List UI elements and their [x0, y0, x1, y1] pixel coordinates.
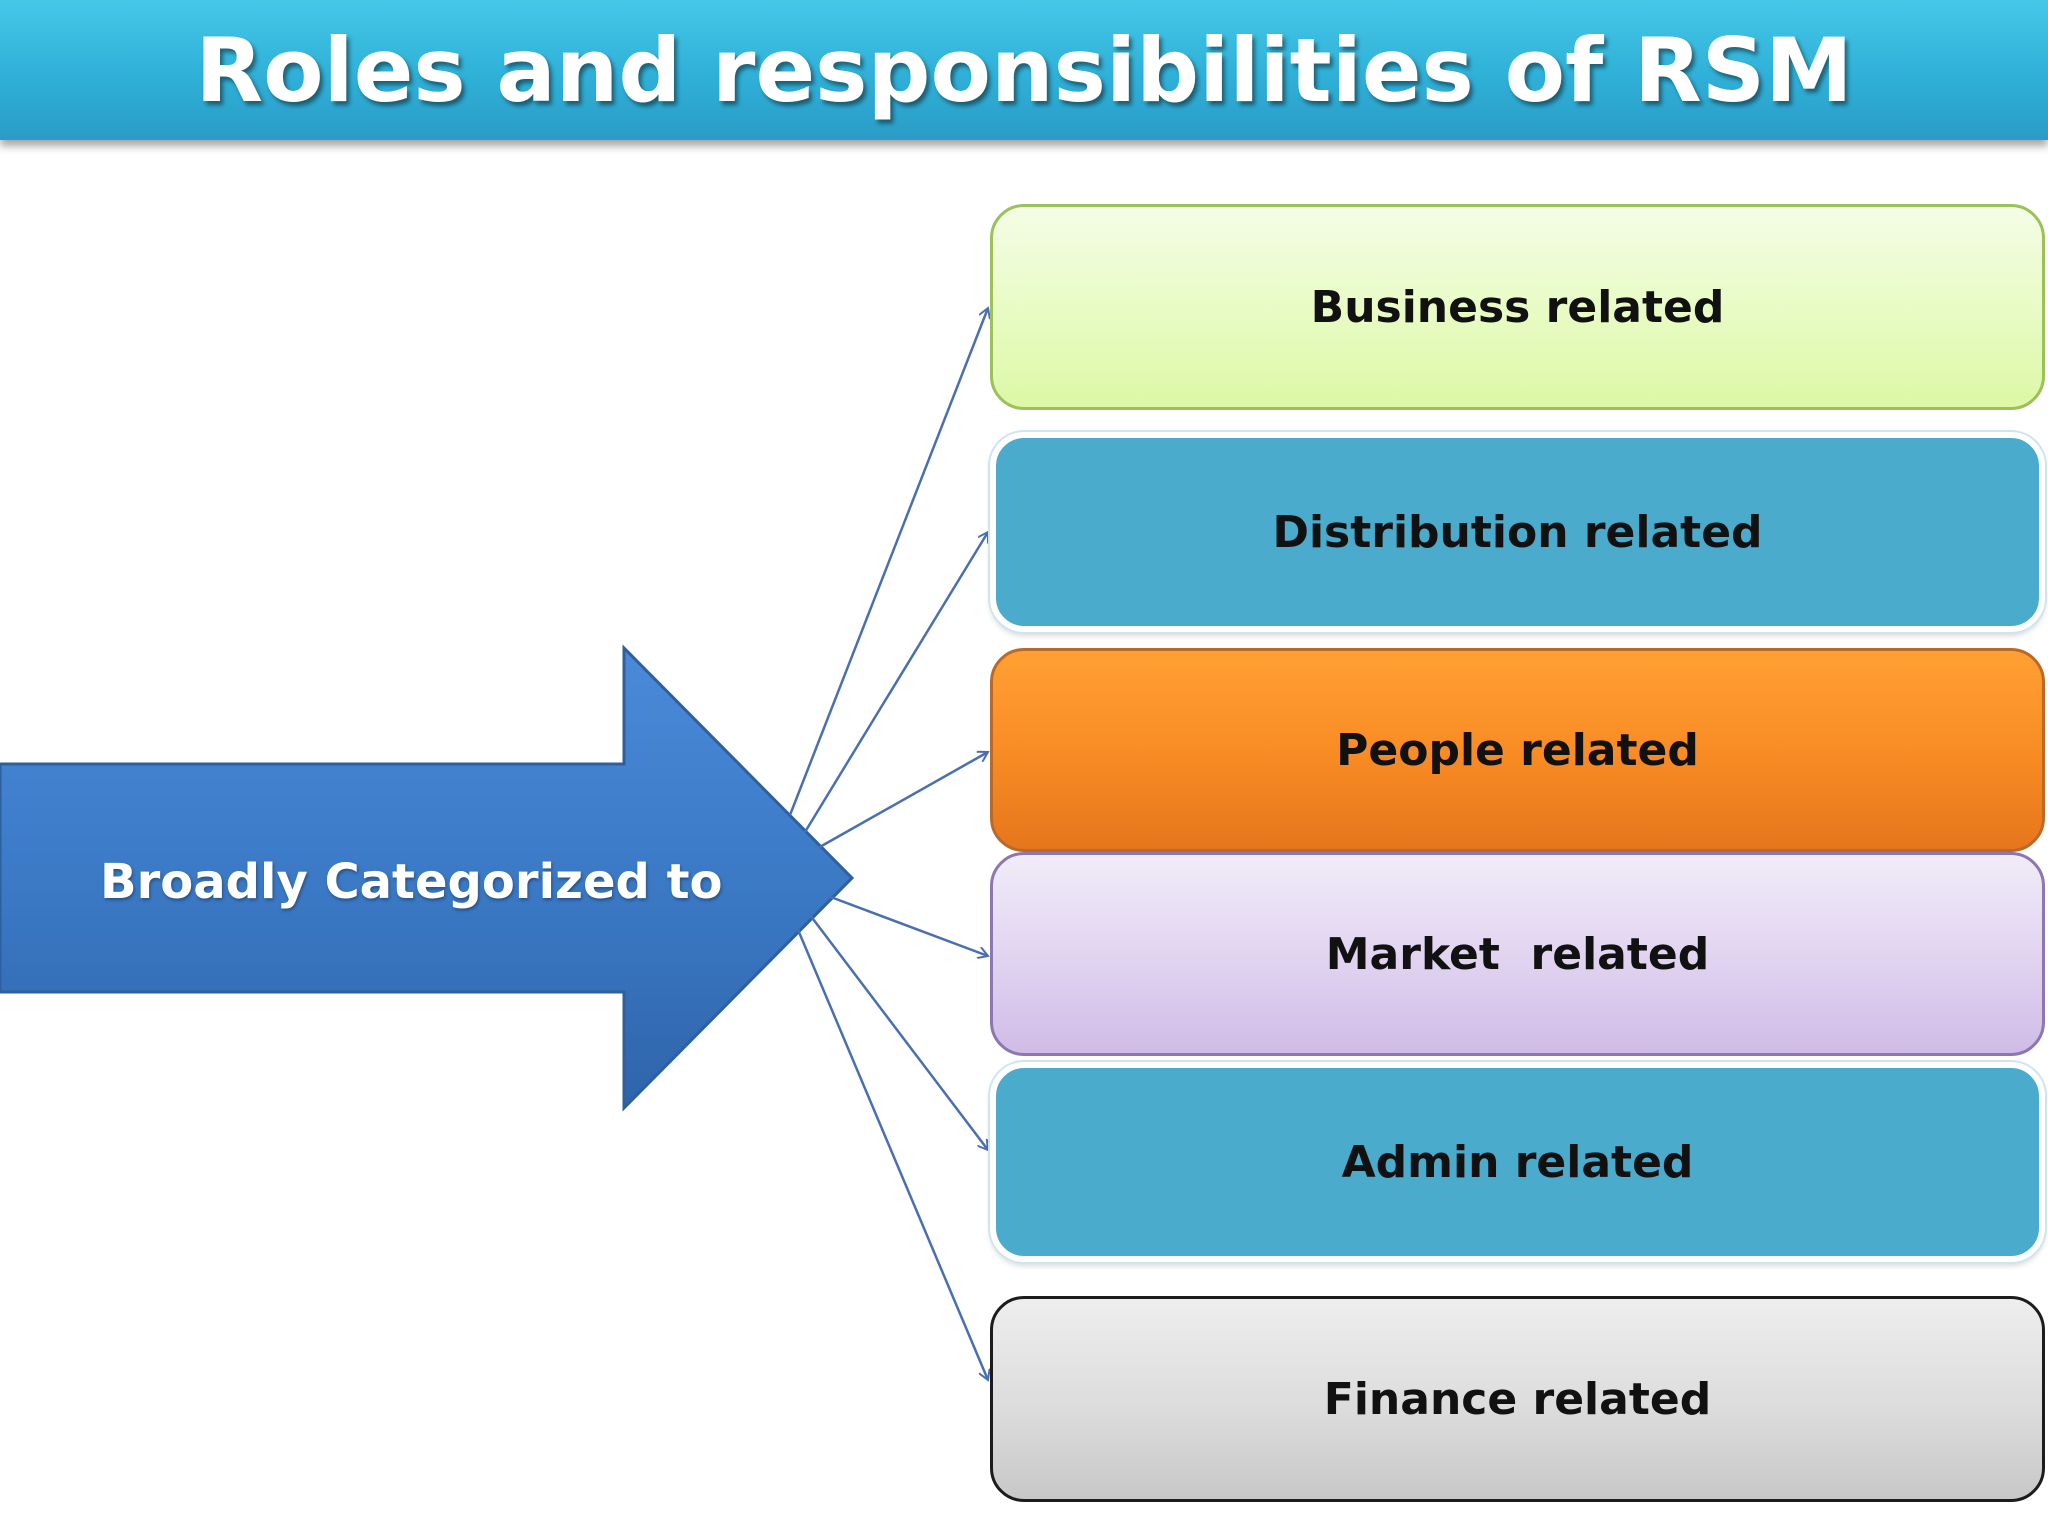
source-label: Broadly Categorized to: [100, 854, 723, 910]
category-label-business: Business related: [1310, 281, 1725, 333]
connector-distribution: [803, 532, 990, 833]
big-arrow: [0, 644, 855, 1112]
connector-admin: [809, 914, 988, 1150]
category-label-finance: Finance related: [1323, 1373, 1712, 1425]
category-label-admin: Admin related: [1341, 1136, 1694, 1188]
category-box-admin: Admin related: [990, 1062, 2045, 1262]
category-box-finance: Finance related: [990, 1296, 2045, 1502]
connector-business: [788, 308, 988, 816]
category-box-market: Market related: [990, 852, 2045, 1056]
category-box-business: Business related: [990, 204, 2045, 410]
connector-group: [788, 308, 990, 1380]
title-bar: Roles and responsibilities of RSM: [0, 0, 2048, 140]
category-label-people: People related: [1336, 724, 1699, 776]
connector-market: [827, 894, 988, 956]
category-label-market: Market related: [1325, 928, 1710, 980]
category-label-distribution: Distribution related: [1272, 506, 1763, 558]
category-box-distribution: Distribution related: [990, 432, 2045, 632]
connector-people: [817, 752, 988, 850]
category-box-people: People related: [990, 648, 2045, 852]
connector-finance: [794, 924, 988, 1380]
slide-title: Roles and responsibilities of RSM: [195, 18, 1853, 122]
